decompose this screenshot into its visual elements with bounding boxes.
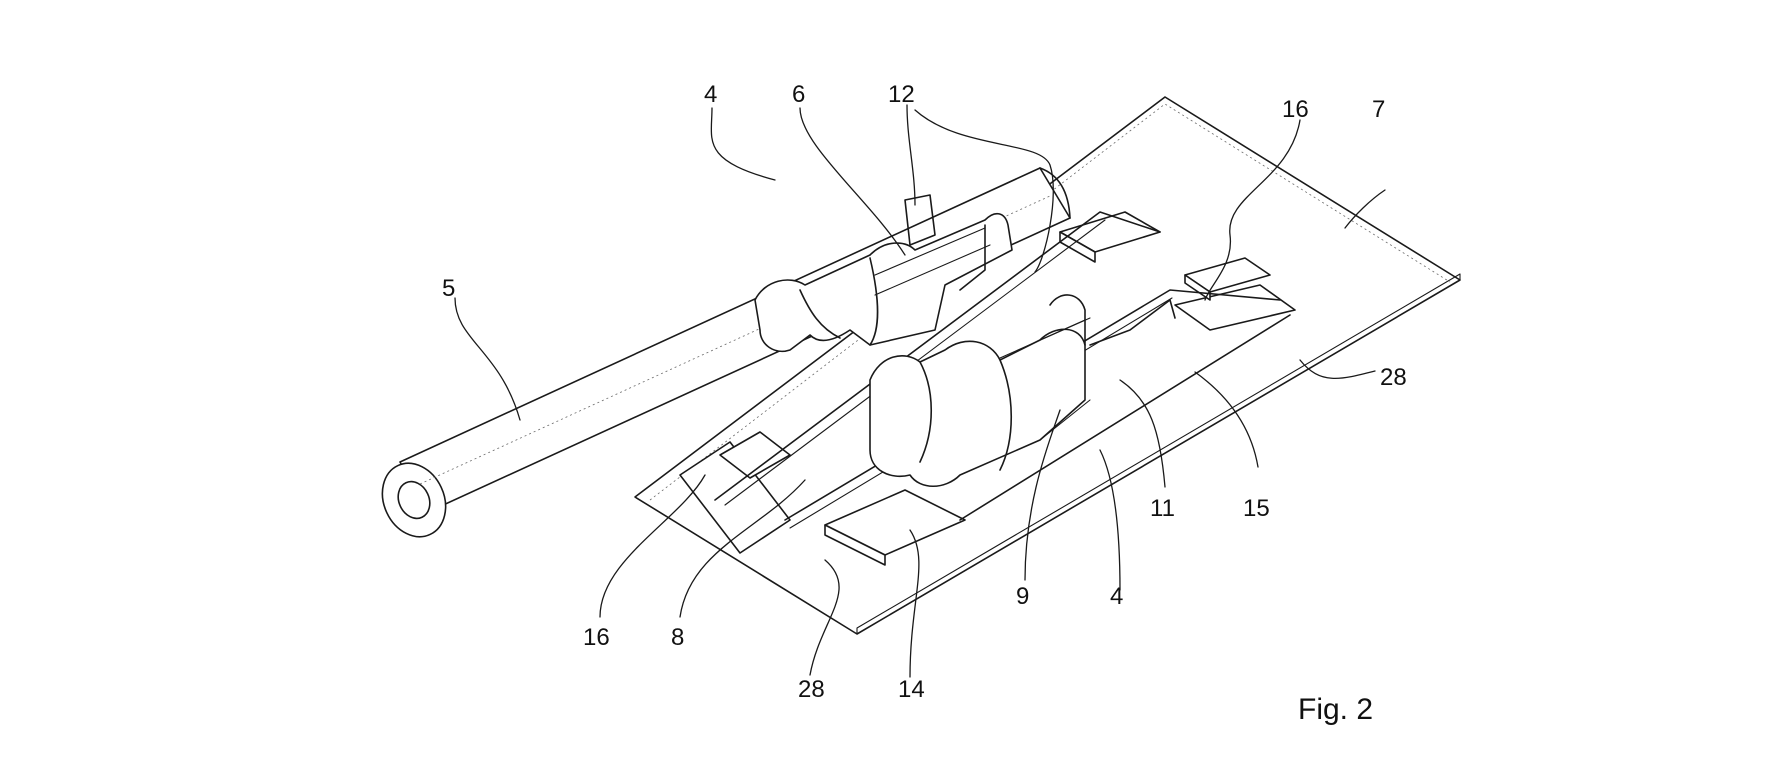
label-board-7: 7 [1372,96,1385,123]
label-part-9: 9 [1016,583,1029,610]
label-part-15: 15 [1243,495,1270,522]
label-part-14: 14 [898,676,925,703]
upper-clip-connector [754,194,1013,352]
label-connector-4-bottom: 4 [1110,583,1123,610]
label-part-11: 11 [1150,495,1175,522]
label-strip-28-right: 28 [1380,364,1407,391]
label-part-6: 6 [792,81,805,108]
reference-labels: 5 4 6 12 16 7 28 15 11 4 9 14 28 8 16 [442,81,1407,703]
label-part-8: 8 [671,624,684,651]
figure-caption: Fig. 2 [1298,693,1373,726]
label-cable-5: 5 [442,275,455,302]
contact-pads [679,211,1296,566]
leader-lines [454,104,1386,678]
label-connector-4-top: 4 [704,81,717,108]
label-contact-16-right: 16 [1282,96,1309,123]
lower-clip-connector [869,294,1176,487]
label-strip-28-left: 28 [798,676,825,703]
label-contact-16-left: 16 [583,624,610,651]
label-part-12: 12 [888,81,915,108]
